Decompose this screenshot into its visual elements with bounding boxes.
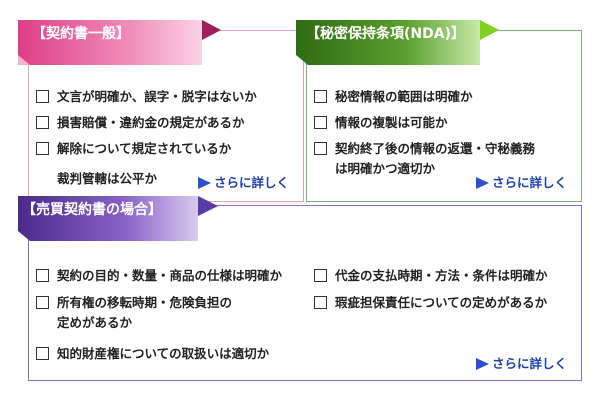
checkbox[interactable] xyxy=(36,269,49,282)
arrow-right-icon xyxy=(476,358,489,370)
general-contract-tab: 【契約書一般】 xyxy=(18,20,221,65)
checkbox[interactable] xyxy=(314,142,327,155)
sales-more-link[interactable]: さらに詳しく xyxy=(476,353,567,372)
checkbox[interactable] xyxy=(36,142,49,155)
sales-contract-tab: 【売買契約書の場合】 xyxy=(18,196,218,241)
checkbox[interactable] xyxy=(314,90,327,103)
general-more-link[interactable]: さらに詳しく xyxy=(198,172,289,191)
nda-tab: 【秘密保持条項(NDA)】 xyxy=(296,20,499,65)
jurisdiction-text: 裁判管轄は公平か xyxy=(57,171,158,186)
nda-more-link[interactable]: さらに詳しく xyxy=(476,172,567,191)
checkbox[interactable] xyxy=(36,90,49,103)
checkbox[interactable] xyxy=(36,347,49,360)
arrow-right-icon xyxy=(198,177,211,189)
general-contract-title: 【契約書一般】 xyxy=(32,26,130,42)
sales-contract-title: 【売買契約書の場合】 xyxy=(22,202,162,218)
nda-title: 【秘密保持条項(NDA)】 xyxy=(306,26,465,42)
checkbox[interactable] xyxy=(314,296,327,309)
checkbox[interactable] xyxy=(314,269,327,282)
checkbox[interactable] xyxy=(36,296,49,309)
arrow-right-icon xyxy=(476,177,489,189)
checkbox[interactable] xyxy=(314,116,327,129)
checkbox[interactable] xyxy=(36,116,49,129)
